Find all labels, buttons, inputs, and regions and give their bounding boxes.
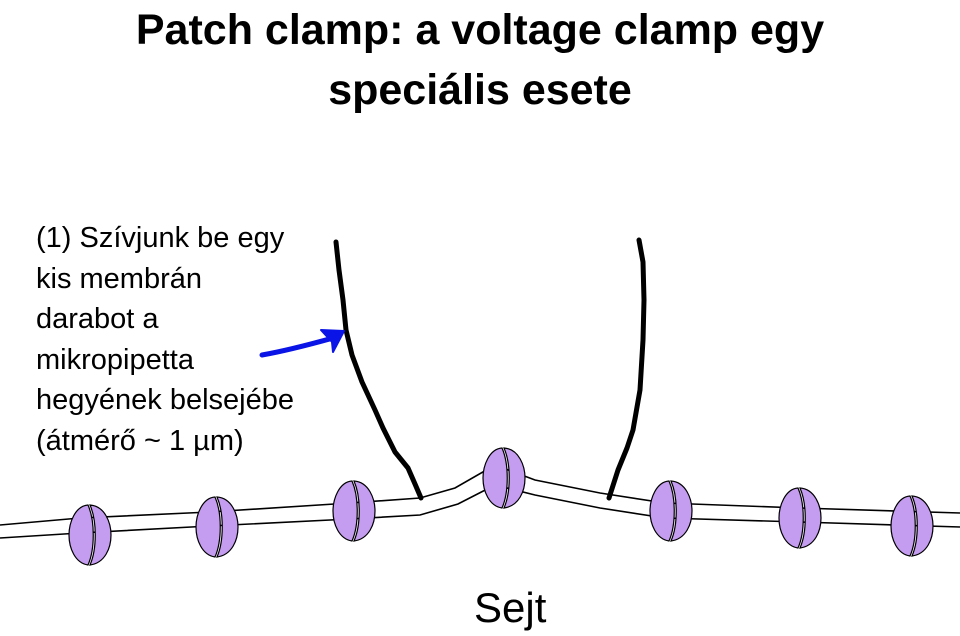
slide-title-line-1: Patch clamp: a voltage clamp egy [135, 6, 825, 54]
ion-channel [778, 487, 822, 549]
description-line: kis membrán [36, 262, 202, 295]
ion-channel [890, 495, 934, 557]
description-line: darabot a [36, 303, 159, 335]
ion-channel [195, 496, 239, 558]
slide-title-line-2: speciális esete [328, 66, 632, 114]
description-line: (átmérő ~ 1 µm) [36, 424, 244, 457]
slide-title: Patch clamp: a voltage clamp egy speciál… [0, 0, 960, 120]
description-line: hegyének belsejébe [36, 384, 294, 416]
micropipette-left-wall [333, 239, 424, 501]
pointer-arrow-shaft [259, 335, 336, 358]
description-line: mikropipetta [36, 343, 194, 376]
cell-label: Sejt [474, 584, 547, 631]
ion-channel [68, 504, 112, 566]
ion-channel [649, 480, 693, 542]
description-line: (1) Szívjunk be egy [36, 222, 285, 254]
pointer-arrow-head [320, 329, 345, 353]
step-description: (1) Szívjunk be egy kis membrán darabot … [36, 218, 336, 461]
micropipette-right-wall [606, 237, 647, 501]
ion-channel [482, 447, 526, 509]
ion-channel [332, 480, 376, 542]
